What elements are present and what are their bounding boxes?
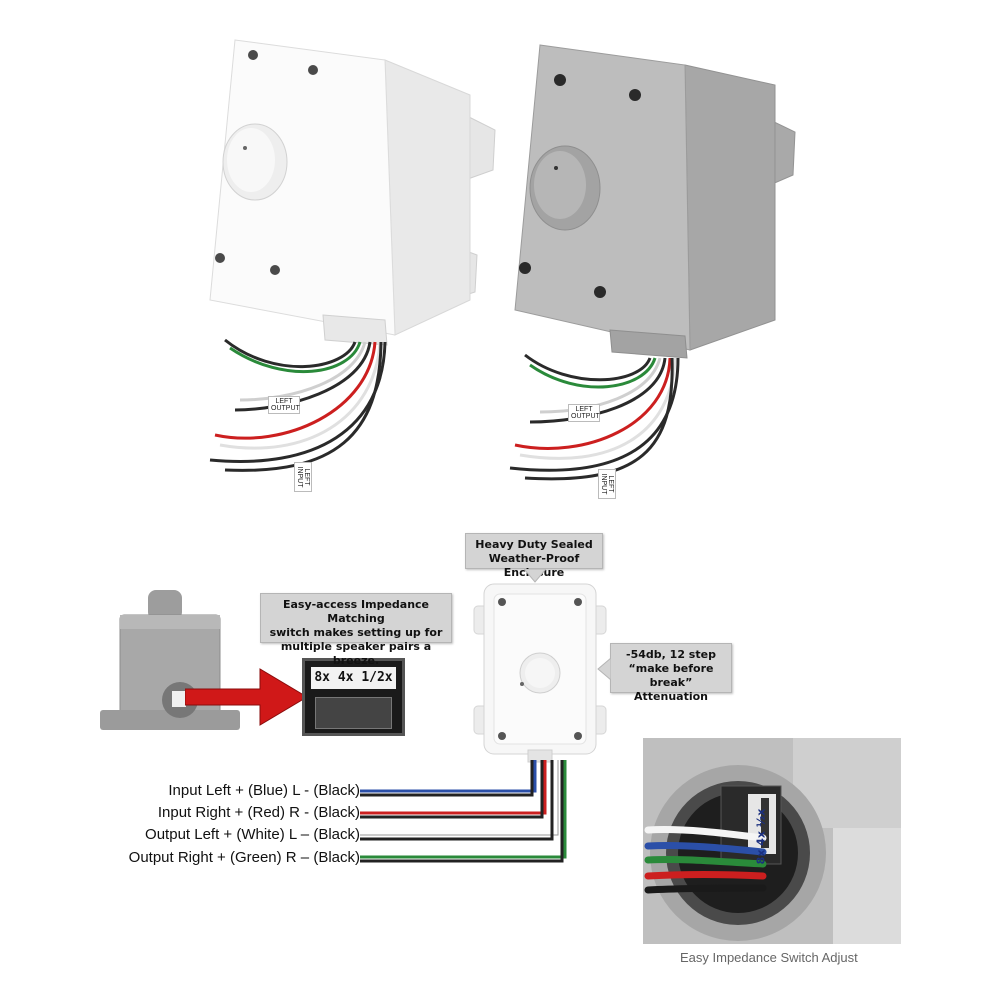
enclosure-callout-pointer xyxy=(524,569,546,583)
left-input-wire-tag-gray: LEFT INPUT xyxy=(598,469,616,499)
gray-volume-control-photo xyxy=(509,44,796,481)
left-output-wire-tag: LEFT OUTPUT xyxy=(268,396,300,414)
inset-illustration xyxy=(643,738,901,944)
left-input-wire-tag: LEFT INPUT xyxy=(294,462,312,492)
left-output-wire-tag-gray: LEFT OUTPUT xyxy=(568,404,600,422)
wire-label-input-right: Input Right + (Red) R - (Black) xyxy=(157,804,360,821)
white-volume-control-photo xyxy=(209,39,496,472)
impedance-switch-label: 8x 4x 1/2x xyxy=(311,667,396,689)
wire-label-output-left: Output Left + (White) L – (Black) xyxy=(145,826,360,843)
wire-label-output-right: Output Right + (Green) R – (Black) xyxy=(128,849,360,866)
impedance-switch-closeup: 8x 4x 1/2x xyxy=(302,658,405,736)
inset-caption: Easy Impedance Switch Adjust xyxy=(680,950,858,965)
wiring-lines xyxy=(360,760,567,863)
impedance-callout: Easy-access Impedance Matching switch ma… xyxy=(260,593,452,667)
impedance-switch-body xyxy=(315,697,392,729)
enclosure-callout: Heavy Duty Sealed Weather-Proof Enclosur… xyxy=(465,533,603,579)
inset-switch-label: 8x 4x ½x xyxy=(754,808,768,865)
attenuation-callout: -54db, 12 step “make before break” Atten… xyxy=(610,643,732,703)
attenuation-callout-pointer xyxy=(597,658,611,680)
red-arrow xyxy=(185,668,308,726)
wire-label-input-left: Input Left + (Blue) L - (Black) xyxy=(168,782,360,799)
impedance-switch-inset-photo: 8x 4x ½x xyxy=(643,738,901,944)
white-control-front-view xyxy=(473,583,607,763)
